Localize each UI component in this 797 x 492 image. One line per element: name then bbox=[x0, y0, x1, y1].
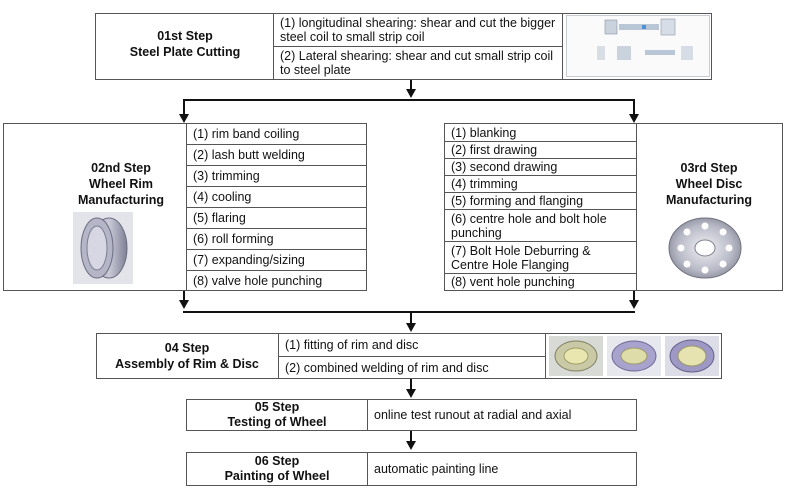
step6-title-line2: Painting of Wheel bbox=[224, 469, 330, 483]
step2-item-5: (5) flaring bbox=[186, 207, 367, 229]
arrow-to-step2 bbox=[179, 114, 189, 123]
step3-item-1: (1) blanking bbox=[444, 123, 637, 142]
step2-title-line2: Wheel Rim bbox=[89, 177, 153, 191]
connector-step2-down bbox=[183, 291, 185, 302]
connector-step3-down bbox=[633, 291, 635, 302]
step3-title-line2: Wheel Disc bbox=[675, 177, 743, 191]
connector-to-step3 bbox=[633, 99, 635, 115]
steel-cutting-illustration bbox=[566, 15, 710, 77]
connector-to-step2 bbox=[183, 99, 185, 115]
step2-title: 02nd Step Wheel Rim Manufacturing bbox=[56, 160, 186, 208]
step3-title-line1: 03rd Step bbox=[680, 161, 738, 175]
step2-item-4: (4) cooling bbox=[186, 186, 367, 208]
wheel-disc-image bbox=[665, 212, 745, 284]
step5-desc: online test runout at radial and axial bbox=[367, 399, 637, 431]
arrow-step1 bbox=[406, 89, 416, 98]
step3-item-3: (3) second drawing bbox=[444, 158, 637, 176]
step2-item-8: (8) valve hole punching bbox=[186, 270, 367, 291]
step2-item-1: (1) rim band coiling bbox=[186, 123, 367, 145]
step2-item-6: (6) roll forming bbox=[186, 228, 367, 250]
connector-to-step5 bbox=[410, 379, 412, 391]
step5-title-line2: Testing of Wheel bbox=[227, 415, 327, 429]
step3-item-7: (7) Bolt Hole Deburring & Centre Hole Fl… bbox=[444, 241, 637, 274]
step1-item-2: (2) Lateral shearing: shear and cut smal… bbox=[273, 46, 563, 80]
arrow-step3-down bbox=[629, 300, 639, 309]
step2-title-line3: Manufacturing bbox=[77, 193, 165, 207]
step4-title-line1: 04 Step bbox=[164, 341, 210, 355]
step2-title-line1: 02nd Step bbox=[91, 161, 151, 175]
step1-title: 01st Step Steel Plate Cutting bbox=[96, 28, 274, 60]
step6-desc: automatic painting line bbox=[367, 452, 637, 486]
step3-title-line3: Manufacturing bbox=[665, 193, 753, 207]
connector-to-step4 bbox=[410, 311, 412, 324]
arrow-to-step6 bbox=[406, 441, 416, 450]
step5-title-line1: 05 Step bbox=[254, 400, 300, 414]
connector-step1-down bbox=[410, 80, 412, 90]
arrow-to-step3 bbox=[629, 114, 639, 123]
step4-item-1: (1) fitting of rim and disc bbox=[278, 333, 546, 357]
step2-item-2: (2) lash butt welding bbox=[186, 144, 367, 166]
arrow-to-step4 bbox=[406, 323, 416, 332]
step4-title-line2: Assembly of Rim & Disc bbox=[115, 357, 259, 371]
step4-item-2: (2) combined welding of rim and disc bbox=[278, 356, 546, 379]
arrow-to-step5 bbox=[406, 389, 416, 398]
step6-title: 06 Step Painting of Wheel bbox=[187, 454, 367, 484]
step4-title: 04 Step Assembly of Rim & Disc bbox=[97, 340, 277, 372]
step6-title-line1: 06 Step bbox=[254, 454, 300, 468]
step3-title: 03rd Step Wheel Disc Manufacturing bbox=[645, 160, 773, 208]
arrow-step2-down bbox=[179, 300, 189, 309]
wheel-rim-image bbox=[73, 212, 133, 284]
step3-item-8: (8) vent hole punching bbox=[444, 273, 637, 291]
step3-item-5: (5) forming and flanging bbox=[444, 192, 637, 210]
connector-merge bbox=[183, 311, 635, 313]
connector-to-step6 bbox=[410, 431, 412, 443]
step3-item-4: (4) trimming bbox=[444, 175, 637, 193]
step3-item-2: (2) first drawing bbox=[444, 141, 637, 159]
connector-branch bbox=[183, 99, 635, 101]
step1-title-line2: Steel Plate Cutting bbox=[129, 45, 241, 59]
step5-title: 05 Step Testing of Wheel bbox=[187, 400, 367, 430]
step2-item-3: (3) trimming bbox=[186, 165, 367, 187]
step2-item-7: (7) expanding/sizing bbox=[186, 249, 367, 271]
step1-item-1: (1) longitudinal shearing: shear and cut… bbox=[273, 13, 563, 47]
assembled-wheels-images bbox=[549, 336, 719, 376]
step1-title-line1: 01st Step bbox=[157, 29, 213, 43]
step3-item-6: (6) centre hole and bolt hole punching bbox=[444, 209, 637, 242]
